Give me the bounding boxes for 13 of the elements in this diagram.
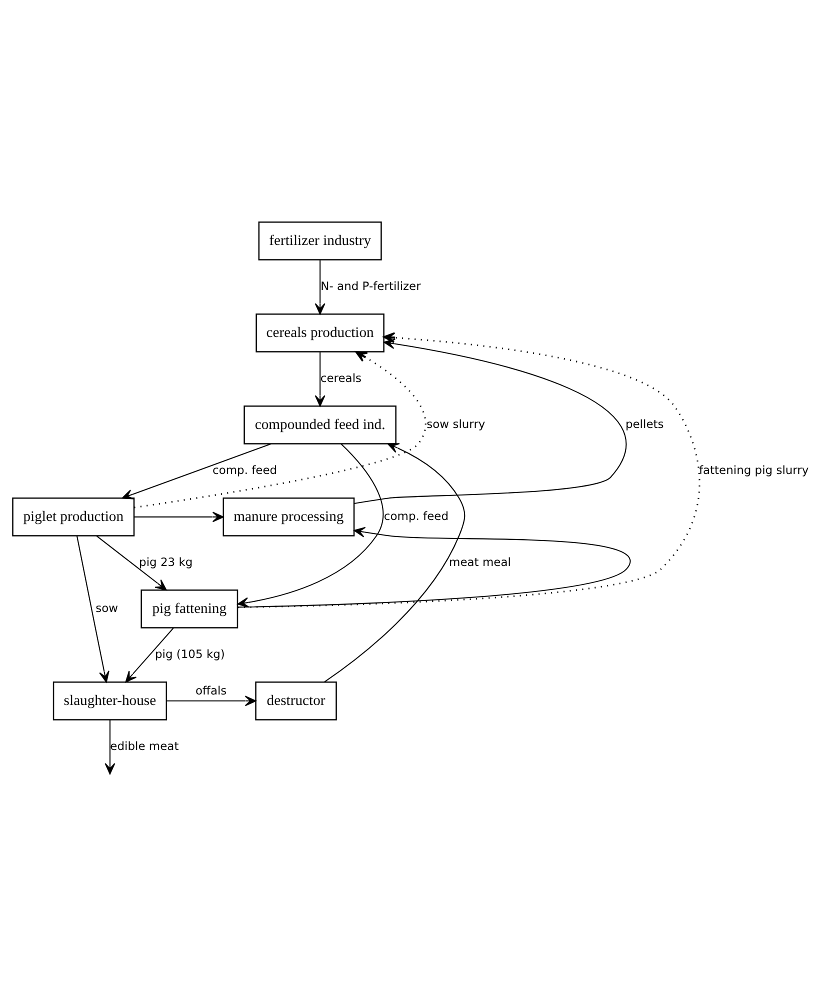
edge-label: N- and P-fertilizer [320, 278, 421, 293]
edge-label: sow [96, 600, 118, 615]
edge-label: edible meat [110, 738, 179, 753]
edge-label: fattening pig slurry [698, 462, 809, 477]
edge-label: comp. feed [384, 508, 449, 523]
edge-label: cereals [320, 370, 362, 385]
edge-label: meat meal [449, 554, 511, 569]
edge-label: pig 23 kg [139, 554, 193, 569]
edge-label: offals [196, 683, 227, 698]
edge-label: pellets [625, 416, 664, 431]
edge-label: sow slurry [426, 416, 486, 431]
edge-label: comp. feed [212, 462, 278, 477]
edge-label: pig (105 kg) [154, 646, 225, 661]
